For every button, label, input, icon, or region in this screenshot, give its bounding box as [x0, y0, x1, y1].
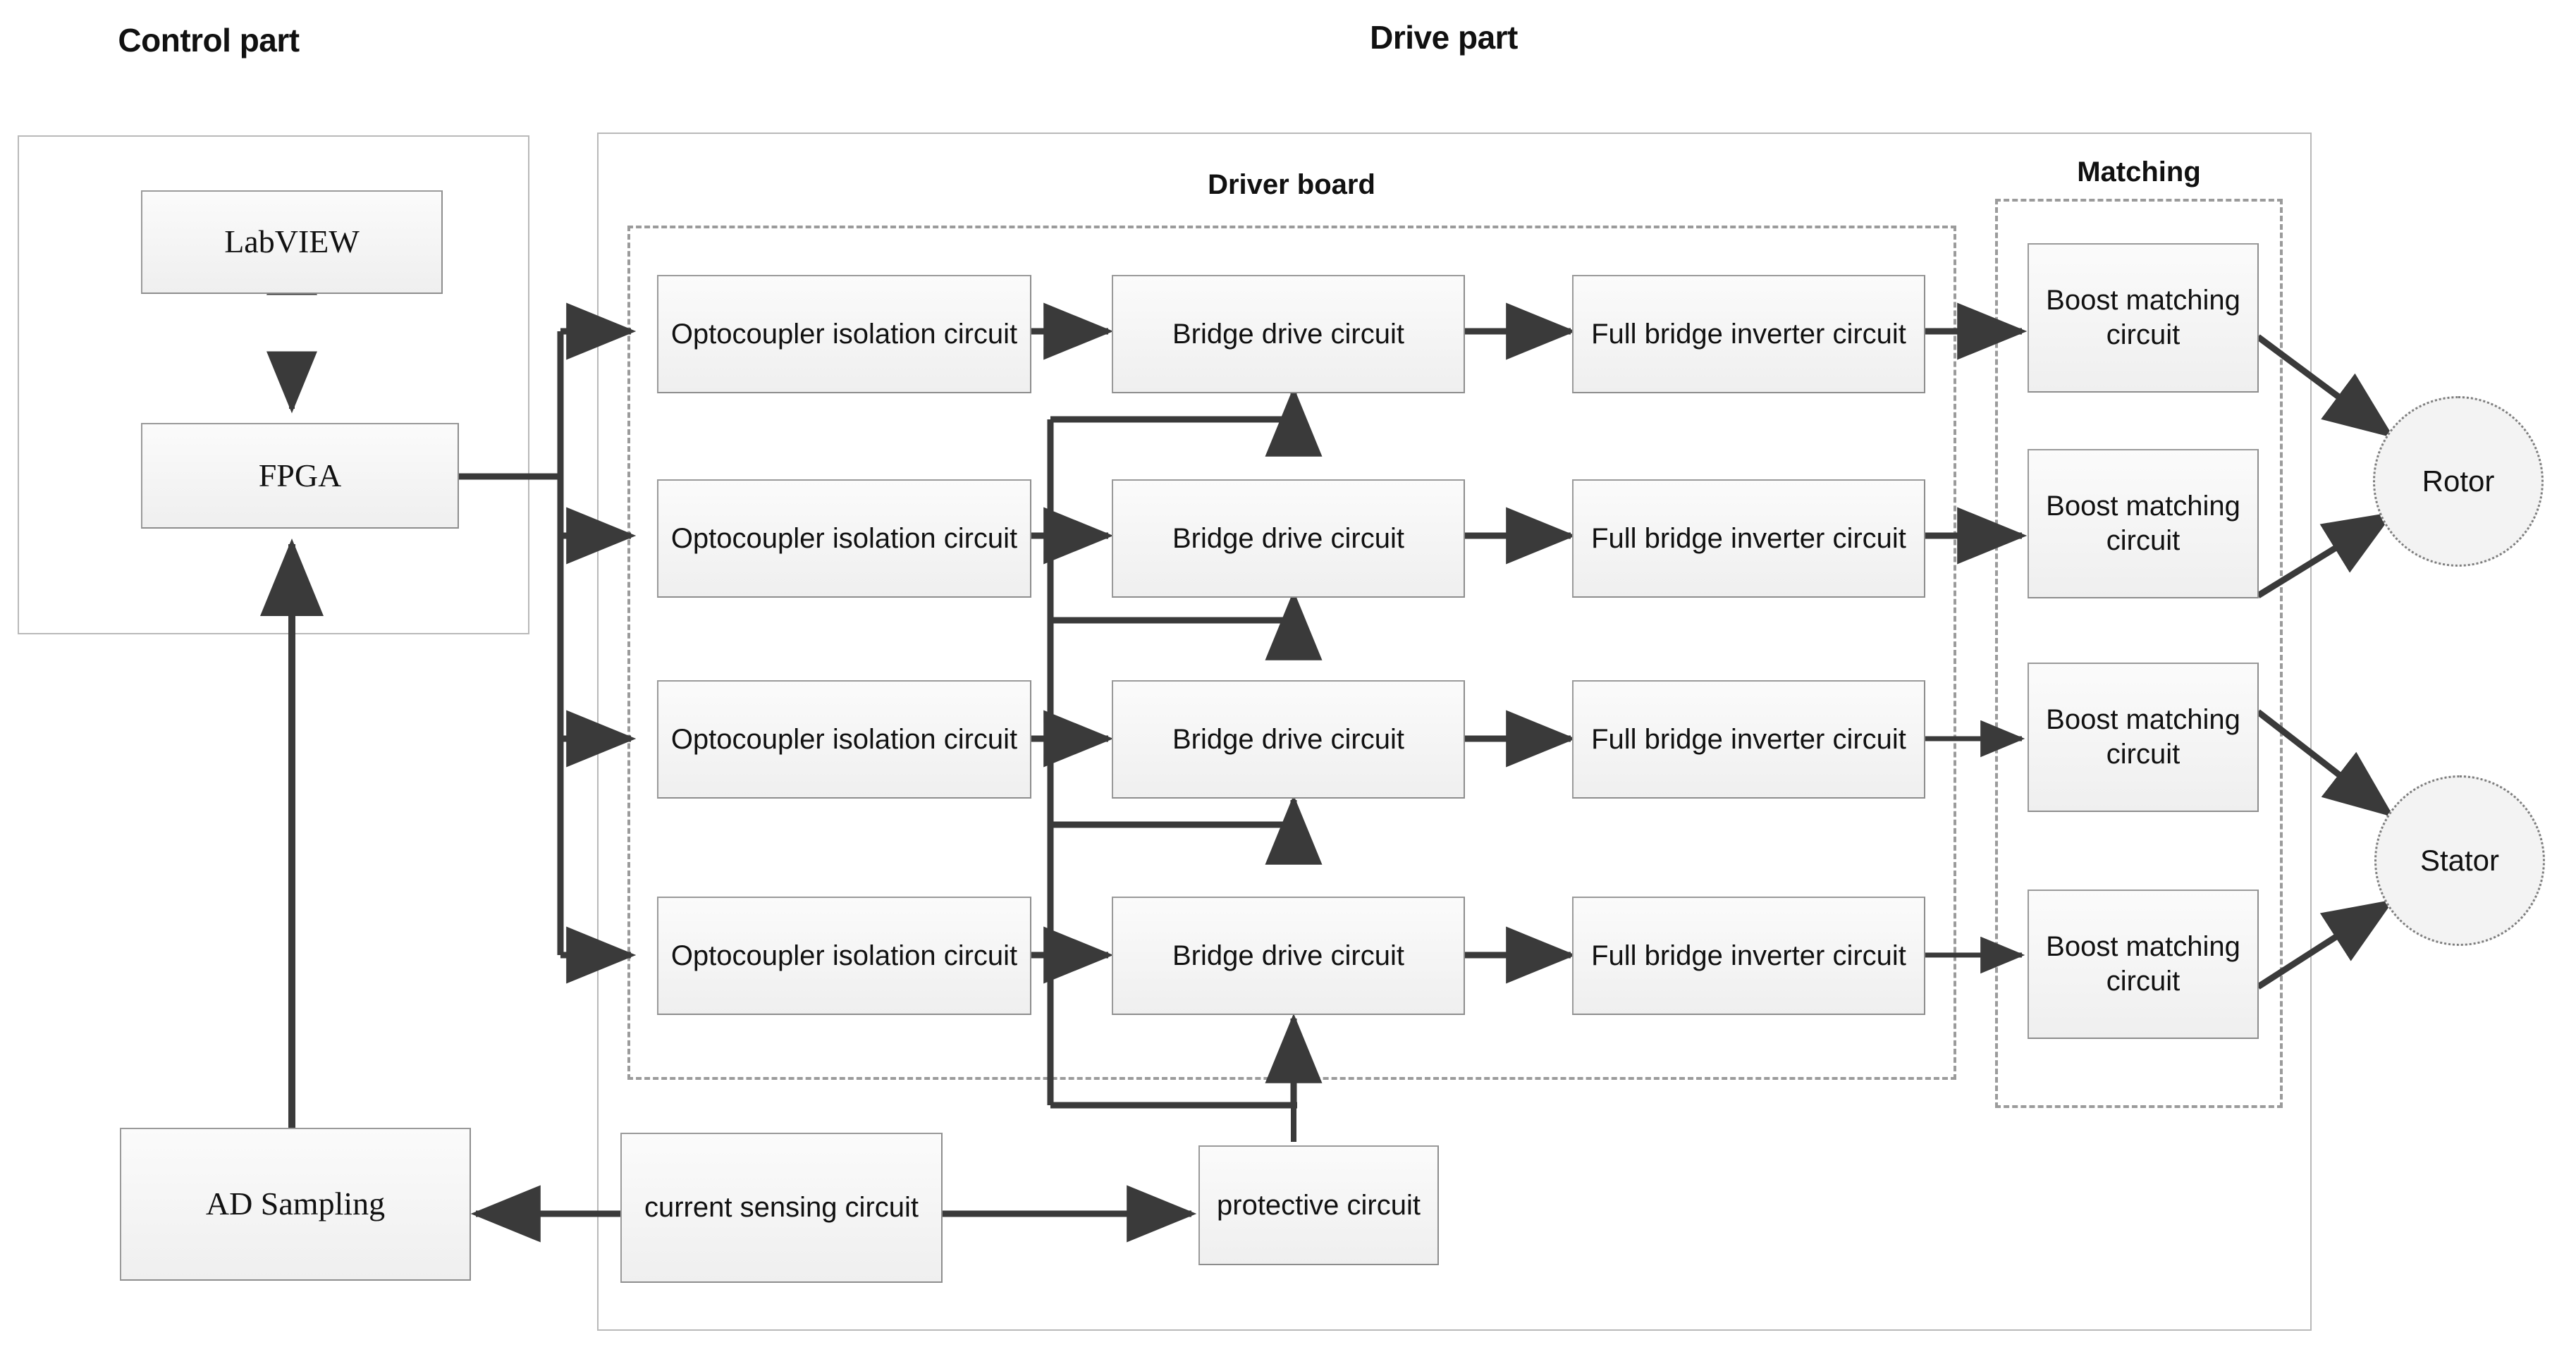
node-fpga[interactable]: FPGA — [141, 423, 459, 529]
node-optocoupler-4[interactable]: Optocoupler isolation circuit — [657, 897, 1031, 1015]
edge-boost1-to-rotor — [2256, 334, 2394, 438]
node-labview-label: LabVIEW — [224, 223, 360, 260]
node-bridge-drive-1[interactable]: Bridge drive circuit — [1112, 275, 1465, 393]
node-boost-matching-2[interactable]: Boost matching circuit — [2028, 449, 2259, 598]
edge-boost4-to-stator — [2256, 899, 2395, 990]
node-boost-matching-4-label: Boost matching circuit — [2046, 931, 2240, 997]
node-full-bridge-3[interactable]: Full bridge inverter circuit — [1572, 680, 1925, 799]
node-current-sensing[interactable]: current sensing circuit — [620, 1133, 943, 1283]
node-boost-matching-2-label: Boost matching circuit — [2046, 491, 2240, 556]
edge-boost2-to-rotor — [2256, 512, 2395, 598]
group-title-driver-board: Driver board — [1208, 169, 1375, 200]
node-full-bridge-1[interactable]: Full bridge inverter circuit — [1572, 275, 1925, 393]
node-bridge-drive-1-label: Bridge drive circuit — [1172, 318, 1404, 350]
node-rotor[interactable]: Rotor — [2373, 396, 2544, 567]
node-boost-matching-4[interactable]: Boost matching circuit — [2028, 890, 2259, 1039]
node-full-bridge-2-label: Full bridge inverter circuit — [1591, 522, 1906, 554]
node-bridge-drive-2[interactable]: Bridge drive circuit — [1112, 479, 1465, 598]
node-boost-matching-1-label: Boost matching circuit — [2046, 285, 2240, 350]
node-optocoupler-1-label: Optocoupler isolation circuit — [670, 318, 1018, 350]
node-current-sensing-label: current sensing circuit — [644, 1192, 919, 1224]
node-full-bridge-2[interactable]: Full bridge inverter circuit — [1572, 479, 1925, 598]
node-optocoupler-3[interactable]: Optocoupler isolation circuit — [657, 680, 1031, 799]
node-bridge-drive-4[interactable]: Bridge drive circuit — [1112, 897, 1465, 1015]
node-optocoupler-2-label: Optocoupler isolation circuit — [670, 522, 1018, 554]
node-protective[interactable]: protective circuit — [1198, 1145, 1439, 1265]
edge-boost3-to-stator — [2256, 709, 2394, 818]
node-ad-sampling-label: AD Sampling — [205, 1186, 386, 1222]
node-boost-matching-3-label: Boost matching circuit — [2046, 704, 2240, 770]
control-part-frame — [18, 135, 529, 634]
group-title-matching: Matching — [2077, 156, 2201, 187]
node-labview[interactable]: LabVIEW — [141, 190, 443, 294]
node-protective-label: protective circuit — [1217, 1189, 1421, 1221]
node-stator-label: Stator — [2419, 844, 2500, 877]
node-bridge-drive-3[interactable]: Bridge drive circuit — [1112, 680, 1465, 799]
node-optocoupler-2[interactable]: Optocoupler isolation circuit — [657, 479, 1031, 598]
node-optocoupler-4-label: Optocoupler isolation circuit — [670, 940, 1018, 971]
node-optocoupler-1[interactable]: Optocoupler isolation circuit — [657, 275, 1031, 393]
node-bridge-drive-3-label: Bridge drive circuit — [1172, 723, 1404, 755]
node-fpga-label: FPGA — [258, 457, 342, 493]
node-bridge-drive-2-label: Bridge drive circuit — [1172, 522, 1404, 554]
node-boost-matching-3[interactable]: Boost matching circuit — [2028, 663, 2259, 812]
node-boost-matching-1[interactable]: Boost matching circuit — [2028, 243, 2259, 393]
node-stator[interactable]: Stator — [2374, 775, 2545, 946]
node-full-bridge-1-label: Full bridge inverter circuit — [1591, 318, 1906, 350]
node-full-bridge-4-label: Full bridge inverter circuit — [1591, 940, 1906, 971]
node-full-bridge-3-label: Full bridge inverter circuit — [1591, 723, 1906, 755]
matching-frame — [1995, 199, 2283, 1108]
section-title-drive: Drive part — [1370, 19, 1518, 56]
node-ad-sampling[interactable]: AD Sampling — [120, 1128, 471, 1281]
node-rotor-label: Rotor — [2422, 464, 2495, 498]
node-full-bridge-4[interactable]: Full bridge inverter circuit — [1572, 897, 1925, 1015]
node-optocoupler-3-label: Optocoupler isolation circuit — [670, 723, 1018, 755]
section-title-control: Control part — [118, 22, 300, 59]
node-bridge-drive-4-label: Bridge drive circuit — [1172, 940, 1404, 971]
